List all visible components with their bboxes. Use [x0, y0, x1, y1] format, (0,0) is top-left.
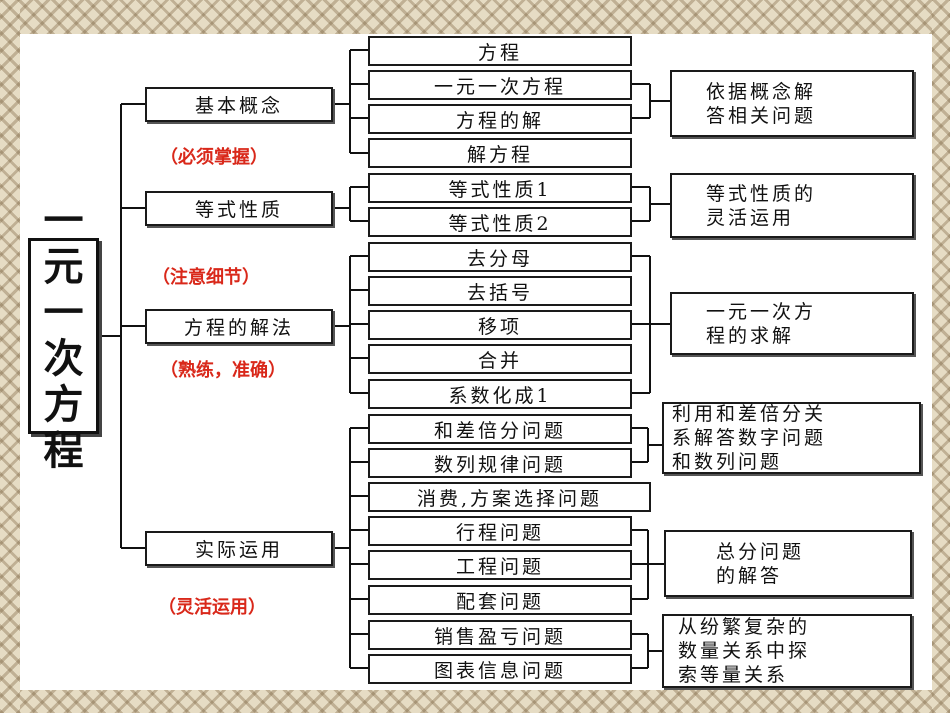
note-equation-solving: 一元一次方 程的求解 — [670, 292, 914, 355]
note-line: 利用和差倍分关 — [672, 403, 827, 425]
note-total-part-problems: 总分问题 的解答 — [664, 530, 912, 597]
item-coefficient-to-1: 系数化成1 — [368, 379, 632, 409]
item-solve-equation: 解方程 — [368, 138, 632, 168]
note-line: 从纷繁复杂的 — [678, 616, 811, 638]
note-line: 数量关系中探 — [678, 640, 811, 662]
item-sum-difference-problems: 和差倍分问题 — [368, 414, 632, 444]
note-line: 和数列问题 — [672, 451, 783, 473]
note-equal-relations: 从纷繁复杂的 数量关系中探 索等量关系 — [662, 614, 912, 688]
main-topic-char: 次 — [43, 336, 84, 382]
note-line: 的解答 — [716, 564, 783, 587]
note-line: 一元一次方 — [706, 300, 817, 323]
note-line: 程的求解 — [706, 324, 795, 347]
note-number-problems: 利用和差倍分关 系解答数字问题 和数列问题 — [662, 402, 921, 474]
category-basic-concepts: 基本概念 — [145, 87, 333, 122]
main-topic-char: 方 — [43, 382, 84, 428]
hint-note-details: （注意细节） — [152, 267, 260, 288]
main-topic-box: 一 元 一 次 方 程 — [28, 198, 99, 474]
note-line: 系解答数字问题 — [672, 427, 827, 449]
decorative-border-right — [932, 0, 950, 713]
hint-skilled-accurate: （熟练，准确） — [160, 360, 286, 381]
decorative-border-top — [0, 0, 950, 34]
item-profit-loss-problems: 销售盈亏问题 — [368, 620, 632, 650]
note-line: 答相关问题 — [706, 104, 817, 127]
main-topic-char: 一 — [43, 198, 84, 244]
category-equation-properties: 等式性质 — [145, 191, 333, 226]
item-chart-info-problems: 图表信息问题 — [368, 654, 632, 684]
note-line: 依据概念解 — [706, 80, 817, 103]
item-consumption-plan-problems: 消费,方案选择问题 — [368, 482, 651, 512]
note-concept-answers: 依据概念解 答相关问题 — [670, 70, 914, 137]
item-property-1: 等式性质1 — [368, 173, 632, 203]
note-line: 总分问题 — [716, 540, 805, 563]
note-line: 等式性质的 — [706, 182, 817, 205]
item-work-problems: 工程问题 — [368, 550, 632, 580]
category-solving-methods: 方程的解法 — [145, 309, 333, 344]
item-sequence-problems: 数列规律问题 — [368, 448, 632, 478]
decorative-border-bottom — [0, 690, 950, 713]
main-topic-char: 一 — [43, 290, 84, 336]
item-remove-denominator: 去分母 — [368, 242, 632, 272]
decorative-border-left — [0, 0, 20, 713]
hint-flexible-use: （灵活运用） — [158, 597, 266, 618]
item-matching-problems: 配套问题 — [368, 585, 632, 615]
item-solution: 方程的解 — [368, 104, 632, 134]
note-property-usage: 等式性质的 灵活运用 — [670, 173, 914, 238]
category-applications: 实际运用 — [145, 531, 333, 566]
main-topic-char: 元 — [43, 244, 84, 290]
item-combine: 合并 — [368, 344, 632, 374]
item-remove-brackets: 去括号 — [368, 276, 632, 306]
hint-must-master: （必须掌握） — [160, 147, 268, 168]
item-equation: 方程 — [368, 36, 632, 66]
item-travel-problems: 行程问题 — [368, 516, 632, 546]
note-line: 灵活运用 — [706, 206, 795, 229]
main-topic-char: 程 — [43, 428, 84, 474]
item-property-2: 等式性质2 — [368, 207, 632, 237]
item-linear-equation: 一元一次方程 — [368, 70, 632, 100]
note-line: 索等量关系 — [678, 664, 789, 686]
item-transpose: 移项 — [368, 310, 632, 340]
